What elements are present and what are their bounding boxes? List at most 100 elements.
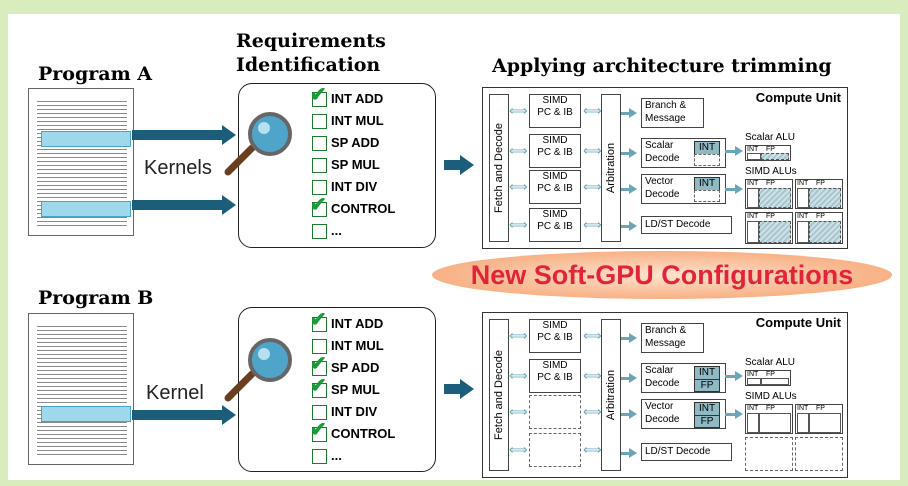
arrow-head xyxy=(629,409,637,419)
bidir-arrow: ⟺ xyxy=(509,368,528,383)
checklist-item: ✔INT ADD xyxy=(310,310,383,334)
unchecked-box-icon xyxy=(312,224,327,240)
requirements-box-b xyxy=(238,307,436,472)
fetch-decode-block: Fetch and Decode xyxy=(489,319,509,471)
kernel-highlight xyxy=(41,131,131,147)
checklist-item: ... xyxy=(312,446,342,466)
checklist-item: INT DIV xyxy=(312,177,377,197)
checklist-label: CONTROL xyxy=(331,426,396,441)
checklist-label: ... xyxy=(331,223,342,238)
arrow-kernel-to-req xyxy=(132,130,224,140)
branch-message: Branch &Message xyxy=(641,323,704,353)
cu-title: Compute Unit xyxy=(755,315,841,330)
checkmark-icon: ✔ xyxy=(310,84,327,107)
requirements-box-a xyxy=(238,83,436,248)
arrow-line xyxy=(621,152,629,155)
trimmed-alu-slot xyxy=(795,437,843,471)
program-b-title: Program B xyxy=(38,287,154,309)
arrow-line xyxy=(725,413,735,416)
unchecked-box-icon xyxy=(312,405,327,421)
arrow-head xyxy=(629,108,637,118)
checklist-label: INT ADD xyxy=(331,91,384,106)
checkmark-icon: ✔ xyxy=(310,194,327,217)
checklist-label: SP ADD xyxy=(331,135,380,150)
kernel-highlight xyxy=(41,201,131,217)
arrow-line xyxy=(621,337,629,340)
compute-unit-a: Compute Unit Fetch and Decode ⟺ ⟺ ⟺ ⟺ SI… xyxy=(482,87,848,249)
bidir-arrow: ⟺ xyxy=(509,442,528,457)
arrow-head xyxy=(735,409,743,419)
arrow-head xyxy=(460,379,474,399)
checklist-label: CONTROL xyxy=(331,201,396,216)
arrow-line xyxy=(725,150,735,153)
ldst-decode: LD/ST Decode xyxy=(641,443,732,461)
arrow-head xyxy=(629,448,637,458)
checked-box-icon: ✔ xyxy=(310,354,327,377)
fp-tag: FP xyxy=(694,379,720,392)
checklist-item: ✔ INT ADD xyxy=(310,85,384,109)
int-tag: INT xyxy=(694,366,720,380)
checklist-label: SP ADD xyxy=(331,360,380,375)
arrow-kernel-to-req xyxy=(132,410,224,420)
checklist-item: ... xyxy=(312,221,342,241)
scalar-alu-label: Scalar ALU xyxy=(745,357,796,368)
program-a-document xyxy=(28,88,134,236)
arrow-head xyxy=(735,371,743,381)
arrow-head xyxy=(222,195,236,215)
checklist-item: INT MUL xyxy=(312,111,384,131)
checklist-item: INT DIV xyxy=(312,402,377,422)
checklist-label: ... xyxy=(331,448,342,463)
int-tag: INT xyxy=(694,141,720,155)
trimmed-alu-slot xyxy=(745,437,793,471)
arrow-head xyxy=(629,373,637,383)
checkmark-icon: ✔ xyxy=(310,375,327,398)
program-a-title: Program A xyxy=(38,63,153,85)
checklist-label: SP MUL xyxy=(331,382,380,397)
bidir-arrow: ⟺ xyxy=(583,404,602,419)
bidir-arrow: ⟺ xyxy=(583,103,602,118)
branch-message: Branch &Message xyxy=(641,98,704,128)
checklist-label: INT DIV xyxy=(331,404,378,419)
checklist-label: INT MUL xyxy=(331,338,384,353)
checked-box-icon: ✔ xyxy=(310,195,327,218)
bidir-arrow: ⟺ xyxy=(509,217,528,232)
arbitration-block: Arbitration xyxy=(601,94,621,242)
fp-tag: FP xyxy=(694,415,720,428)
banner-text: New Soft-GPU Configurations xyxy=(470,260,854,290)
arrow-line xyxy=(621,188,629,191)
checked-box-icon: ✔ xyxy=(310,310,327,333)
arrow-line xyxy=(725,188,735,191)
arrow-head xyxy=(735,146,743,156)
arrow-head xyxy=(735,184,743,194)
kernel-highlight xyxy=(41,406,131,422)
arrow-head xyxy=(222,405,236,425)
simd-alus-label: SIMD ALUs xyxy=(745,166,797,177)
bidir-arrow: ⟺ xyxy=(509,404,528,419)
requirements-title: Requirements Identification xyxy=(236,30,386,76)
bidir-arrow: ⟺ xyxy=(583,143,602,158)
arrow-kernel-to-req xyxy=(132,200,224,210)
unchecked-box-icon xyxy=(312,136,327,152)
code-lines xyxy=(37,326,127,456)
int-tag: INT xyxy=(694,402,720,416)
bidir-arrow: ⟺ xyxy=(583,368,602,383)
kernels-label: Kernels xyxy=(144,157,212,179)
arrow-line xyxy=(621,225,629,228)
magnifier-icon xyxy=(224,338,292,402)
compute-unit-b: Compute Unit Fetch and Decode ⟺ ⟺ ⟺ ⟺ SI… xyxy=(482,312,848,478)
arrow-line xyxy=(621,452,629,455)
empty-slot xyxy=(694,154,720,166)
arrow-line xyxy=(621,377,629,380)
bidir-arrow: ⟺ xyxy=(583,179,602,194)
